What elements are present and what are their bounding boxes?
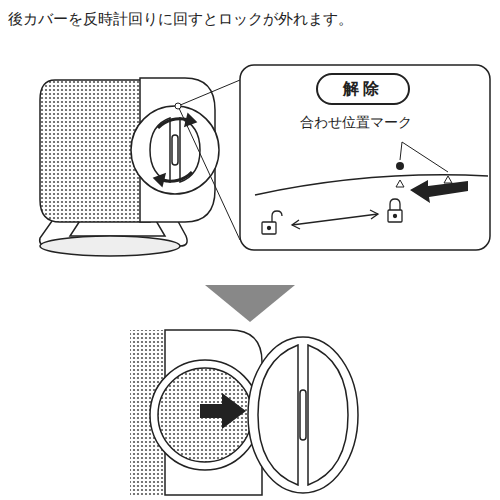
leader-line — [178, 106, 240, 240]
node-text: 解除 — [343, 79, 383, 100]
opening — [150, 360, 260, 470]
lock-icon — [388, 199, 402, 222]
turn-arrow — [410, 180, 468, 203]
rotate-arrow — [158, 119, 188, 128]
rear-cover — [131, 106, 219, 194]
heater-bottom — [130, 330, 358, 495]
title: 後カバーを反時計回りに回すとロックが外れます。 — [8, 10, 353, 28]
step-arrow — [205, 285, 295, 322]
cover-grip — [258, 345, 298, 485]
heater-top — [40, 78, 219, 256]
rotate-arrow — [162, 172, 192, 181]
filter — [158, 368, 252, 462]
mark-label: 合わせ位置マーク — [300, 114, 412, 131]
cover-grip — [308, 345, 348, 485]
callout-point — [175, 103, 181, 109]
remove-arrow — [200, 393, 246, 429]
triangle-mark — [444, 176, 452, 183]
arrow-head — [154, 174, 165, 186]
triangle-mark — [396, 180, 404, 187]
double-arrow — [292, 210, 378, 229]
leader-line — [178, 80, 240, 106]
callout-box — [240, 65, 490, 250]
dot-mark — [396, 162, 404, 170]
leader-line — [402, 142, 448, 172]
rear-cover — [248, 337, 358, 493]
cover-slot — [172, 135, 178, 165]
leader-line — [400, 142, 402, 160]
cover-slot — [300, 390, 306, 440]
unlock-icon — [262, 211, 282, 234]
base — [40, 236, 180, 256]
release-label-box: 解除 — [316, 73, 410, 105]
